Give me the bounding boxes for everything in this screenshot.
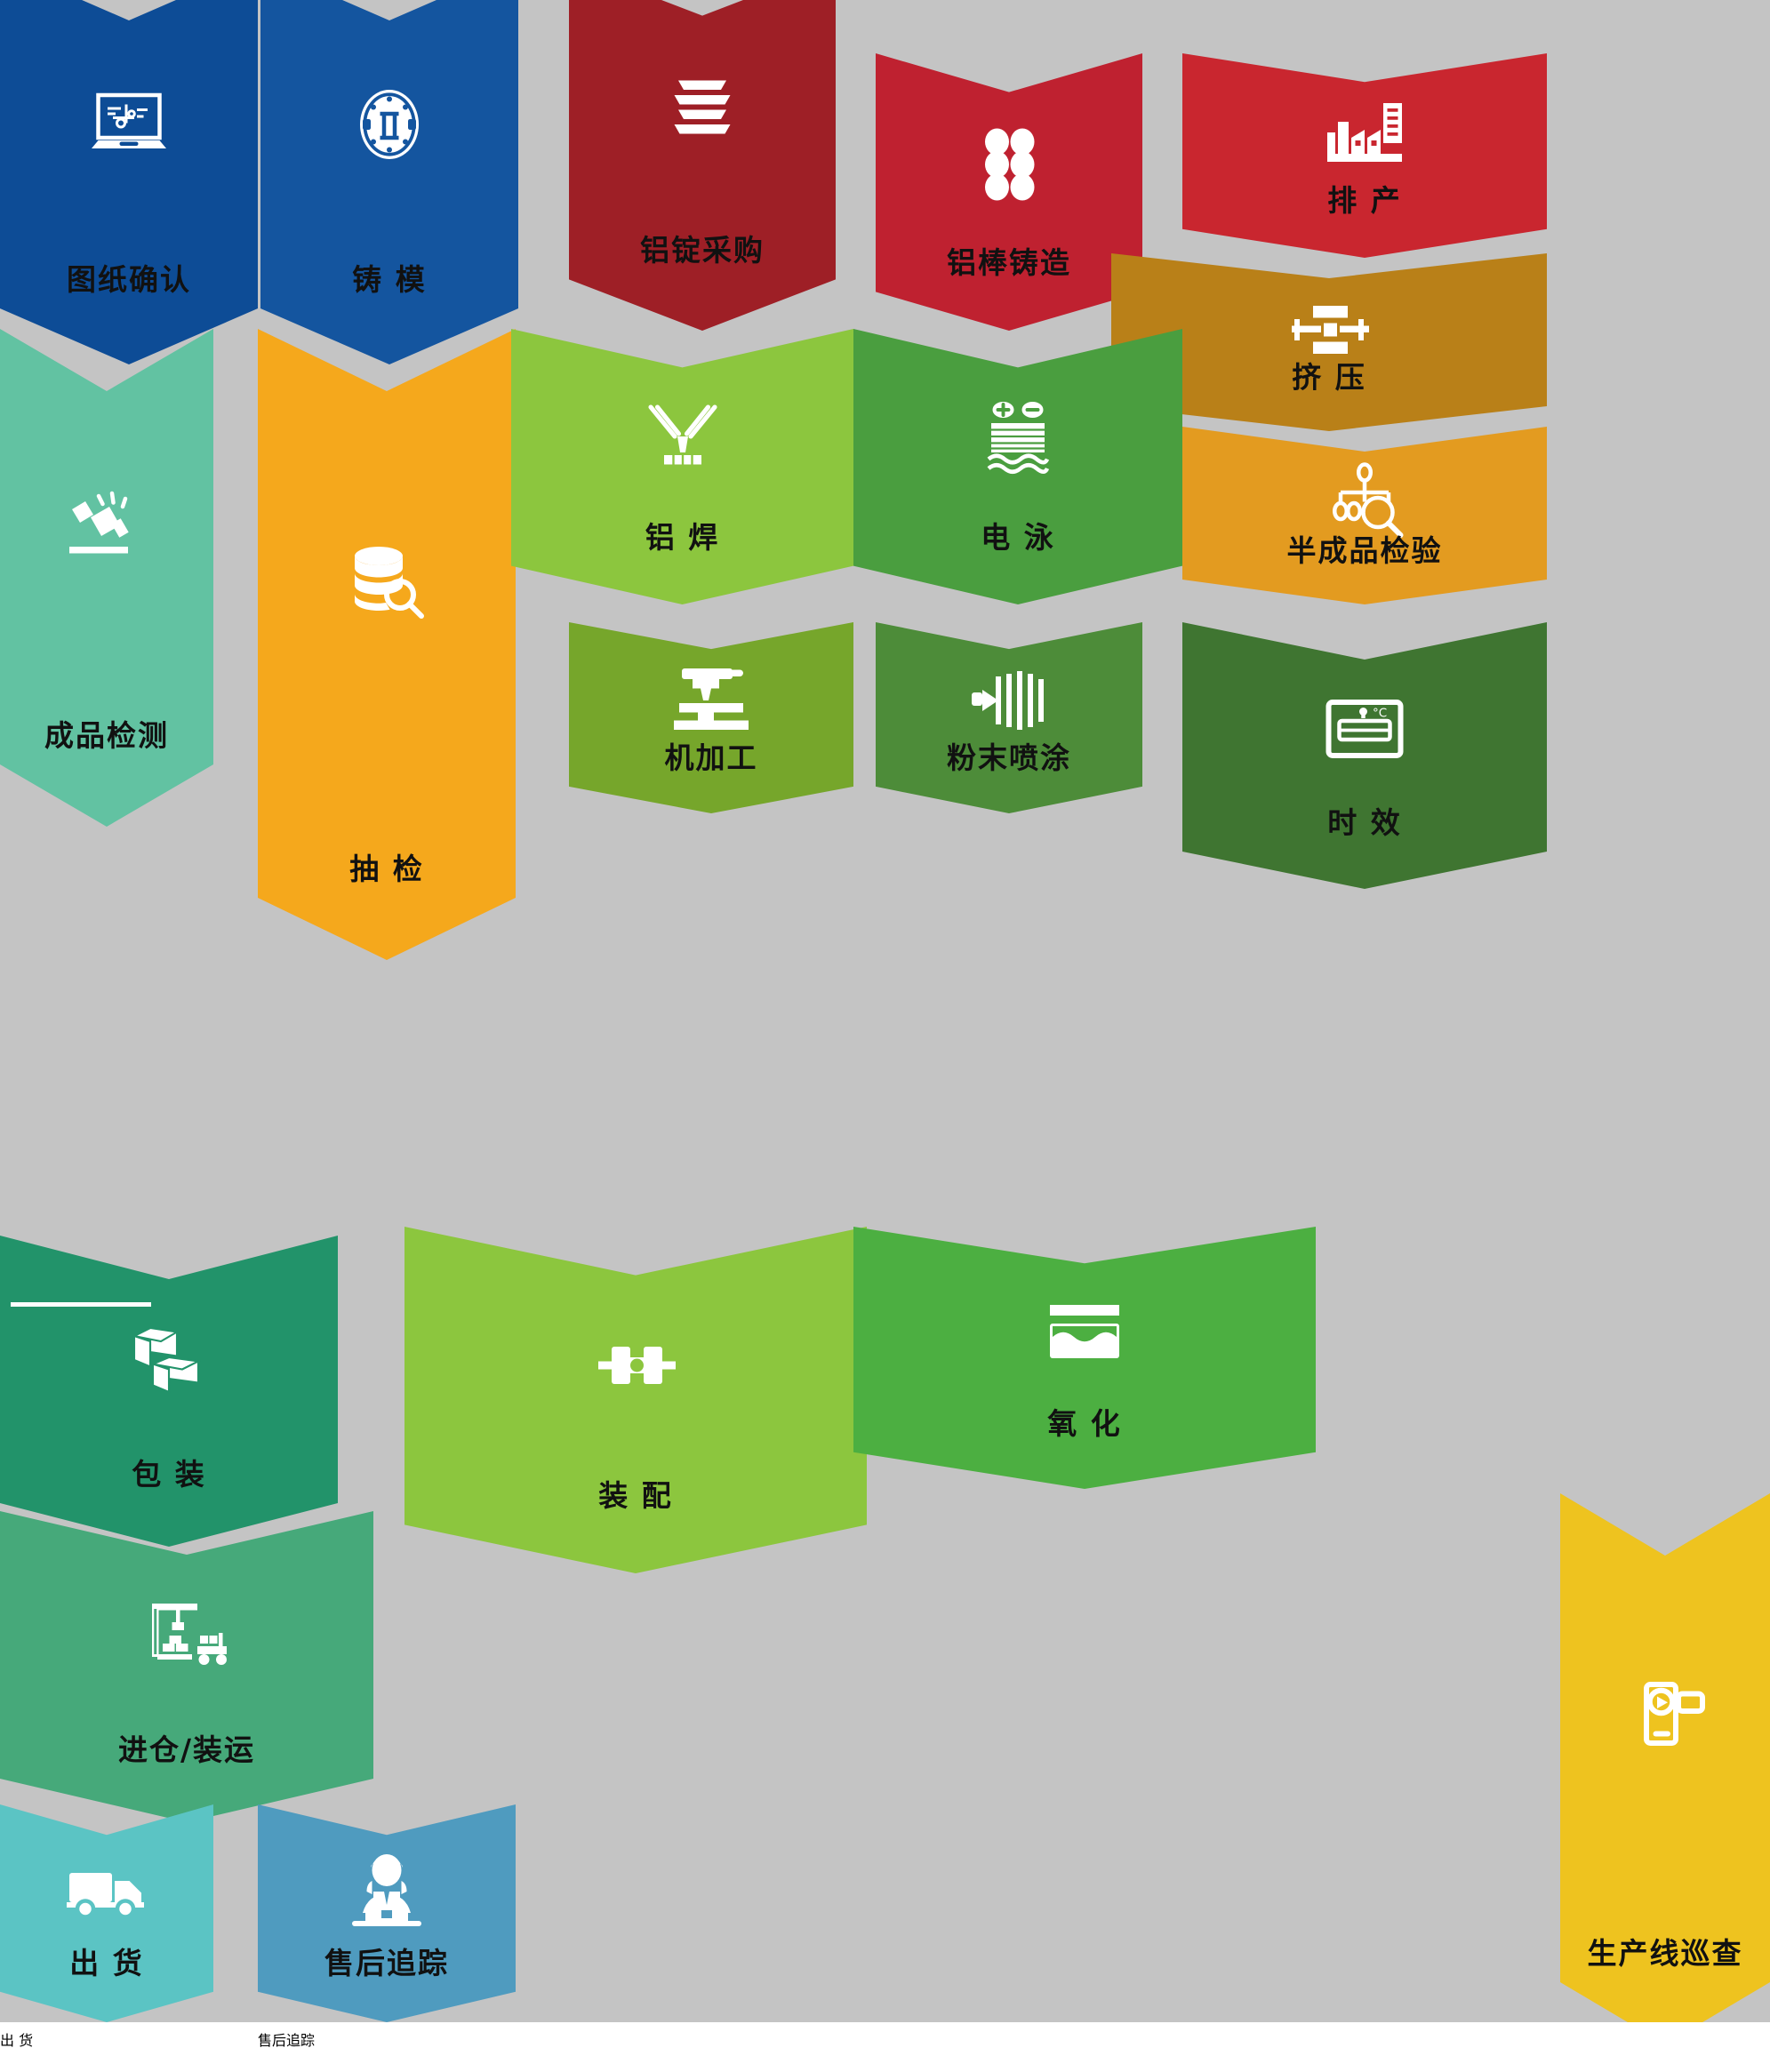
step-label: 半成品检验 [1286, 533, 1443, 568]
step-shape [258, 1804, 516, 2022]
step-shape [853, 1227, 1316, 1489]
process-step-n15[interactable]: 包 装 [0, 1236, 338, 1547]
process-step-n16[interactable]: 装 配 [404, 1227, 867, 1573]
step-label-bottom: 售后追踪 [258, 2032, 316, 2049]
step-label: 排 产 [1327, 182, 1402, 218]
page-bottom-strip [0, 2022, 1770, 2072]
process-step-n1[interactable]: 图纸确认 [0, 0, 258, 364]
step-shape [511, 329, 853, 604]
step-shape [1182, 622, 1547, 889]
step-shape [0, 1804, 213, 2022]
step-shape [876, 622, 1142, 813]
process-step-n3[interactable]: 铝锭采购 [569, 0, 836, 331]
step-shape [569, 0, 836, 331]
step-label: 机加工 [664, 740, 758, 775]
step-shape [0, 1511, 373, 1822]
process-step-n19[interactable]: 出 货 [0, 1804, 213, 2022]
step-label: 生产线巡查 [1587, 1936, 1743, 1971]
step-shape [1182, 427, 1547, 604]
process-step-n21[interactable]: 生产线巡查 [1560, 1493, 1770, 2044]
step-shape [1560, 1493, 1770, 2044]
process-step-n7[interactable]: 成品检测 [0, 329, 213, 827]
step-label: 包 装 [132, 1457, 206, 1492]
process-step-n20[interactable]: 售后追踪 [258, 1804, 516, 2022]
divider-bar [11, 1302, 151, 1307]
step-label: 装 配 [598, 1478, 673, 1514]
process-step-n18[interactable]: 进仓/装运 [0, 1511, 373, 1822]
process-step-n8[interactable]: 抽 检 [258, 329, 516, 960]
step-label: 成品检测 [44, 718, 169, 753]
process-step-n6[interactable]: 挤 压 [1111, 253, 1547, 431]
process-step-n9[interactable]: 铝 焊 [511, 329, 853, 604]
step-label: 抽 检 [349, 852, 424, 886]
step-label-bottom: 出 货 [0, 2032, 34, 2049]
step-shape [404, 1227, 867, 1573]
step-label: 铝锭采购 [640, 233, 765, 268]
process-step-n5[interactable]: 排 产 [1182, 53, 1547, 258]
step-label: 氧 化 [1047, 1405, 1122, 1441]
step-shape [569, 622, 853, 813]
process-step-n12[interactable]: 机加工 [569, 622, 853, 813]
process-step-n17[interactable]: 氧 化 [853, 1227, 1316, 1489]
step-label: 电 泳 [981, 519, 1055, 555]
process-step-n10[interactable]: 电 泳 [853, 329, 1182, 604]
step-shape [260, 0, 518, 364]
process-step-n2[interactable]: 铸 模 [260, 0, 518, 364]
process-step-n13[interactable]: 粉末喷涂 [876, 622, 1142, 813]
step-shape [258, 329, 516, 960]
step-shape [0, 0, 258, 364]
step-label: 时 效 [1327, 805, 1402, 840]
step-label: 铸 模 [352, 262, 427, 297]
step-shape [0, 329, 213, 827]
process-step-n11[interactable]: 半成品检验 [1182, 427, 1547, 604]
step-label: 图纸确认 [67, 262, 191, 297]
step-label: 粉末喷涂 [947, 740, 1071, 775]
step-label: 挤 压 [1292, 360, 1366, 395]
step-shape [853, 329, 1182, 604]
step-label: 售后追踪 [324, 1945, 449, 1980]
step-label: 出 货 [69, 1945, 144, 1980]
step-shape [1182, 53, 1547, 258]
step-shape [0, 1236, 338, 1547]
step-label: 进仓/装运 [117, 1732, 256, 1767]
process-step-n4[interactable]: 铝棒铸造 [876, 53, 1142, 331]
process-step-n14[interactable]: °C 时 效 [1182, 622, 1547, 889]
step-label: 铝棒铸造 [947, 245, 1071, 281]
step-shape [876, 53, 1142, 331]
step-label: 铝 焊 [645, 519, 720, 555]
